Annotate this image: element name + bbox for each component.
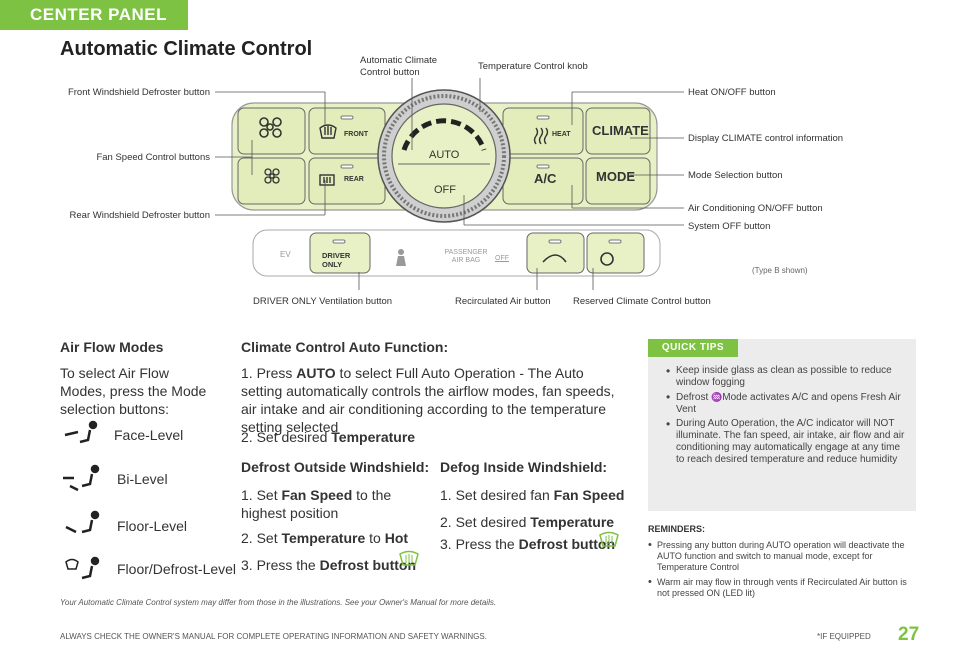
mode-bi-level: Bi-Level	[117, 471, 168, 487]
tip-2: Defrost ♒Mode activates A/C and opens Fr…	[666, 391, 906, 416]
callout-auto-button: Automatic Climate Control button	[360, 55, 438, 78]
climate-label: CLIMATE	[592, 123, 649, 138]
air-flow-icons	[63, 420, 100, 580]
callout-rear-defrost: Rear Windshield Defroster button	[69, 210, 210, 221]
rear-defroster-button	[308, 157, 386, 205]
auto-step-1: 1. Press AUTO to select Full Auto Operat…	[241, 365, 615, 435]
page-number: 27	[898, 624, 920, 645]
air-flow-intro: To select Air Flow Modes, press the Mode…	[60, 365, 207, 417]
heat-label: HEAT	[552, 131, 571, 138]
section-tab: CENTER PANEL	[0, 0, 188, 30]
fan-speed-up-button	[237, 107, 306, 155]
tip-1: Keep inside glass as clean as possible t…	[666, 365, 906, 389]
ev-label: EV	[280, 250, 291, 259]
recirc-icon	[542, 254, 567, 263]
floor-icon	[65, 510, 100, 534]
fan-icon	[259, 117, 282, 138]
bi-level-icon	[63, 464, 100, 492]
reminder-item: Warm air may flow in through vents if Re…	[648, 577, 916, 599]
air-flow-heading: Air Flow Modes	[60, 339, 164, 355]
callout-driver-only: DRIVER ONLY Ventilation button	[253, 296, 393, 307]
mode-floor-defrost-level: Floor/Defrost-Level	[117, 561, 237, 577]
defog-inside-heading: Defog Inside Windshield:	[440, 459, 608, 475]
defrost-outside-step-3: 3. Press the Defrost button	[241, 557, 417, 573]
airbag-off-label: OFF	[495, 255, 509, 262]
if-equipped-note: *IF EQUIPPED	[817, 632, 871, 641]
callout-heat: Heat ON/OFF button	[688, 87, 776, 98]
footer-warning: ALWAYS CHECK THE OWNER'S MANUAL FOR COMP…	[60, 632, 487, 641]
climate-button	[585, 107, 651, 155]
ac-label: A/C	[534, 171, 557, 186]
reminder-item: Pressing any button during AUTO operatio…	[648, 540, 916, 573]
defrost-icon	[599, 531, 619, 547]
mode-face-level: Face-Level	[114, 427, 184, 443]
callout-recirc: Recirculated Air button	[455, 296, 551, 307]
heat-icon	[533, 127, 549, 145]
reminders-list: Pressing any button during AUTO operatio…	[648, 540, 916, 603]
auto-step-2: 2. Set desired Temperature	[241, 429, 416, 445]
driver-only-button	[309, 232, 371, 274]
auto-label: AUTO	[429, 149, 460, 161]
rear-label: REAR	[344, 176, 364, 183]
temperature-knob	[377, 89, 511, 223]
recirculated-air-button	[526, 232, 585, 274]
defrost-outside-heading: Defrost Outside Windshield:	[241, 459, 430, 475]
callout-system-off: System OFF button	[688, 221, 771, 232]
fan-icon-small	[264, 168, 280, 184]
reserved-climate-button	[586, 232, 645, 274]
floor-defrost-icon	[65, 556, 100, 580]
front-defrost-icon	[319, 124, 337, 139]
front-label: FRONT	[344, 131, 369, 138]
defog-inside-step-2: 2. Set desired Temperature	[440, 514, 615, 530]
page-title: Automatic Climate Control	[60, 38, 313, 60]
mode-floor-level: Floor-Level	[117, 518, 188, 534]
climate-panel-illustration	[215, 78, 684, 290]
mode-button	[585, 157, 651, 205]
callout-front-defrost: Front Windshield Defroster button	[67, 87, 210, 98]
callout-ac: Air Conditioning ON/OFF button	[688, 203, 823, 214]
off-label: OFF	[434, 184, 456, 196]
driver-only-label: DRIVER ONLY	[322, 251, 351, 269]
seat-airbag-icon	[396, 249, 406, 266]
quick-tips-label: QUICK TIPS	[648, 339, 738, 357]
type-note: (Type B shown)	[752, 266, 808, 275]
defrost-icon: ♒	[711, 392, 723, 402]
defog-inside-step-3: 3. Press the Defrost button	[440, 536, 616, 552]
defog-inside-step-1: 1. Set desired fan Fan Speed	[440, 487, 625, 503]
callout-display-climate: Display CLIMATE control information	[688, 133, 844, 144]
callout-reserved: Reserved Climate Control button	[573, 296, 711, 307]
callout-fan-speed: Fan Speed Control buttons	[96, 152, 210, 163]
reminders-heading: REMINDERS:	[648, 524, 706, 534]
callout-mode: Mode Selection button	[688, 170, 783, 181]
mode-label: MODE	[596, 169, 635, 184]
passenger-airbag-label: PASSENGER AIR BAG	[444, 249, 488, 264]
defrost-outside-step-1: 1. Set Fan Speed to the highest position	[241, 487, 392, 521]
auto-function-heading: Climate Control Auto Function:	[241, 339, 449, 355]
callout-temp-knob: Temperature Control knob	[478, 61, 588, 72]
defrost-icon	[399, 550, 419, 566]
face-vent-icon	[64, 420, 98, 444]
quick-tips-list: Keep inside glass as clean as possible t…	[666, 365, 906, 468]
defrost-outside-step-2: 2. Set Temperature to Hot	[241, 530, 409, 546]
tip-3: During Auto Operation, the A/C indicator…	[666, 418, 906, 466]
rear-defrost-icon	[319, 174, 335, 186]
disclaimer: Your Automatic Climate Control system ma…	[60, 598, 497, 607]
reserved-clock-icon	[600, 252, 614, 266]
